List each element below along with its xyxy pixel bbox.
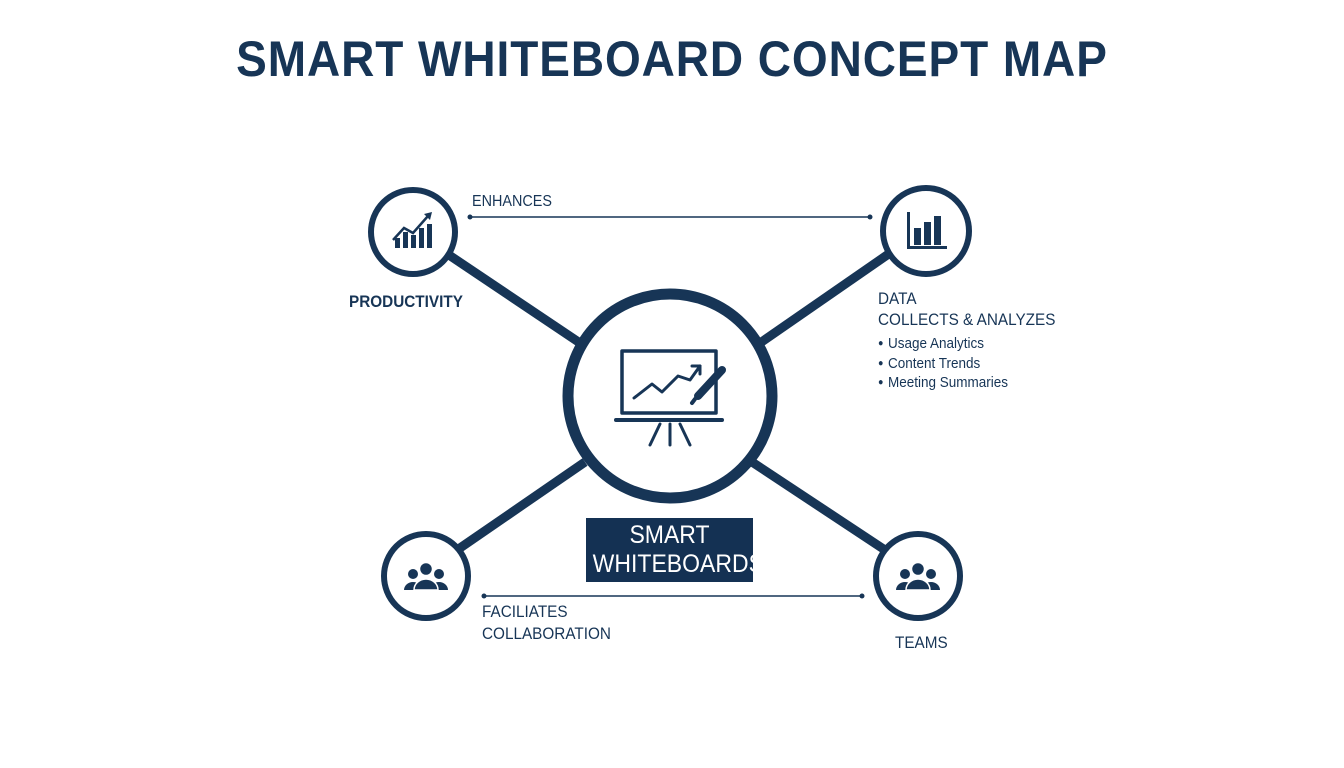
data-relation-label: COLLECTS & ANALYZES xyxy=(878,310,1056,329)
bar-chart-icon xyxy=(907,212,947,249)
connector-dot xyxy=(867,214,873,220)
data-items-list: Usage Analytics Content Trends Meeting S… xyxy=(878,334,1008,393)
spoke-data xyxy=(757,249,893,347)
spoke-collaboration xyxy=(457,458,588,552)
center-node xyxy=(562,288,778,504)
connector-dot xyxy=(481,593,487,599)
connector-dot xyxy=(467,214,473,220)
spoke-teams xyxy=(749,458,888,554)
teams-label: TEAMS xyxy=(895,633,948,652)
growth-chart-icon xyxy=(392,212,432,248)
page-title: SMART WHITEBOARD CONCEPT MAP xyxy=(236,31,1108,87)
center-label-line2: WHITEBOARDS xyxy=(592,550,764,578)
whiteboard-presentation-icon xyxy=(614,349,726,447)
enhances-label: ENHANCES xyxy=(472,193,553,210)
list-item: Content Trends xyxy=(878,354,1008,374)
spoke-productivity xyxy=(443,249,583,347)
list-item: Usage Analytics xyxy=(878,334,1008,354)
productivity-label: PRODUCTIVITY xyxy=(349,292,463,311)
connector-dot xyxy=(859,593,865,599)
center-label-box: SMART WHITEBOARDS xyxy=(586,518,764,582)
list-item: Meeting Summaries xyxy=(878,373,1008,393)
center-label-line1: SMART xyxy=(629,521,710,549)
data-label: DATA xyxy=(878,289,917,308)
collaboration-label-line2: COLLABORATION xyxy=(482,624,611,643)
people-group-icon xyxy=(404,561,448,591)
people-group-icon xyxy=(896,561,940,591)
collaboration-label-line1: FACILIATES xyxy=(482,602,568,621)
